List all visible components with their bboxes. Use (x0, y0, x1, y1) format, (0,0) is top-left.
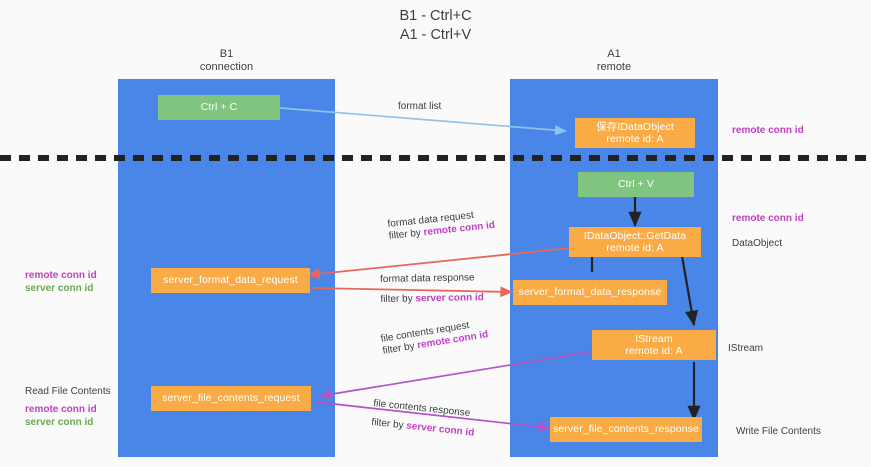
filter-prefix: filter by (380, 293, 416, 305)
arrow-getdata-to-istream (680, 255, 699, 327)
node-istream[interactable]: IStream remote id: A (592, 330, 716, 360)
node-getdata[interactable]: IDataObject::GetData remote id: A (569, 227, 701, 257)
edge-label-format-data-response-line1: format data response (380, 272, 475, 285)
node-save-dataobject[interactable]: 保存IDataObject remote id: A (575, 118, 695, 148)
annotation-left-remote-conn-id: remote conn id (25, 270, 97, 281)
annotation-right-remote-conn-id-1: remote conn id (732, 125, 804, 136)
lane-header-a1-name: A1 (607, 48, 621, 60)
annotation-left-remote-conn-id-2: remote conn id (25, 404, 97, 415)
filter-prefix: filter by (370, 416, 407, 432)
lane-header-b1-role: connection (199, 61, 254, 73)
annotation-left-server-conn-id-2: server conn id (25, 417, 94, 428)
edge-label-format-list: format list (398, 101, 441, 113)
filter-prefix: filter by (388, 227, 425, 242)
arrow-format-list (279, 107, 567, 136)
annotation-read-file-contents: Read File Contents (25, 386, 111, 397)
annotation-left-server-conn-id: server conn id (25, 283, 94, 294)
diagram-title: B1 - Ctrl+C A1 - Ctrl+V (0, 7, 871, 45)
node-server-file-contents-response[interactable]: server_file_contents_response (550, 417, 702, 442)
annotation-right-write-file-contents: Write File Contents (736, 426, 821, 437)
arrow-format-data-response (311, 286, 513, 298)
node-ctrl-v[interactable]: Ctrl + V (578, 172, 694, 197)
diagram-title-line2: A1 - Ctrl+V (399, 27, 472, 43)
arrow-format-data-request (307, 247, 571, 280)
filter-key-server-conn-id: server conn id (415, 292, 484, 305)
phase-divider (0, 155, 871, 161)
edge-label-format-list-text: format list (398, 101, 442, 112)
arrow-file-contents-response (315, 401, 551, 432)
annotation-right-remote-conn-id-2: remote conn id (732, 213, 804, 224)
edge-label-format-data-response: format data response filter by server co… (380, 272, 484, 306)
annotation-right-istream: IStream (728, 343, 764, 354)
node-server-format-data-response[interactable]: server_format_data_response (513, 280, 667, 305)
lane-header-a1-role: remote (596, 61, 632, 73)
node-server-format-data-request[interactable]: server_format_data_request (151, 268, 310, 293)
edge-label-format-data-response-filter: filter by server conn id (380, 292, 484, 306)
arrow-file-contents-request (319, 351, 591, 400)
node-ctrl-c[interactable]: Ctrl + C (158, 95, 280, 120)
diagram-title-line1: B1 - Ctrl+C (399, 8, 472, 24)
lane-header-b1-name: B1 (219, 48, 234, 60)
node-server-file-contents-request[interactable]: server_file_contents_request (151, 386, 311, 411)
annotation-right-dataobject: DataObject (732, 238, 783, 249)
